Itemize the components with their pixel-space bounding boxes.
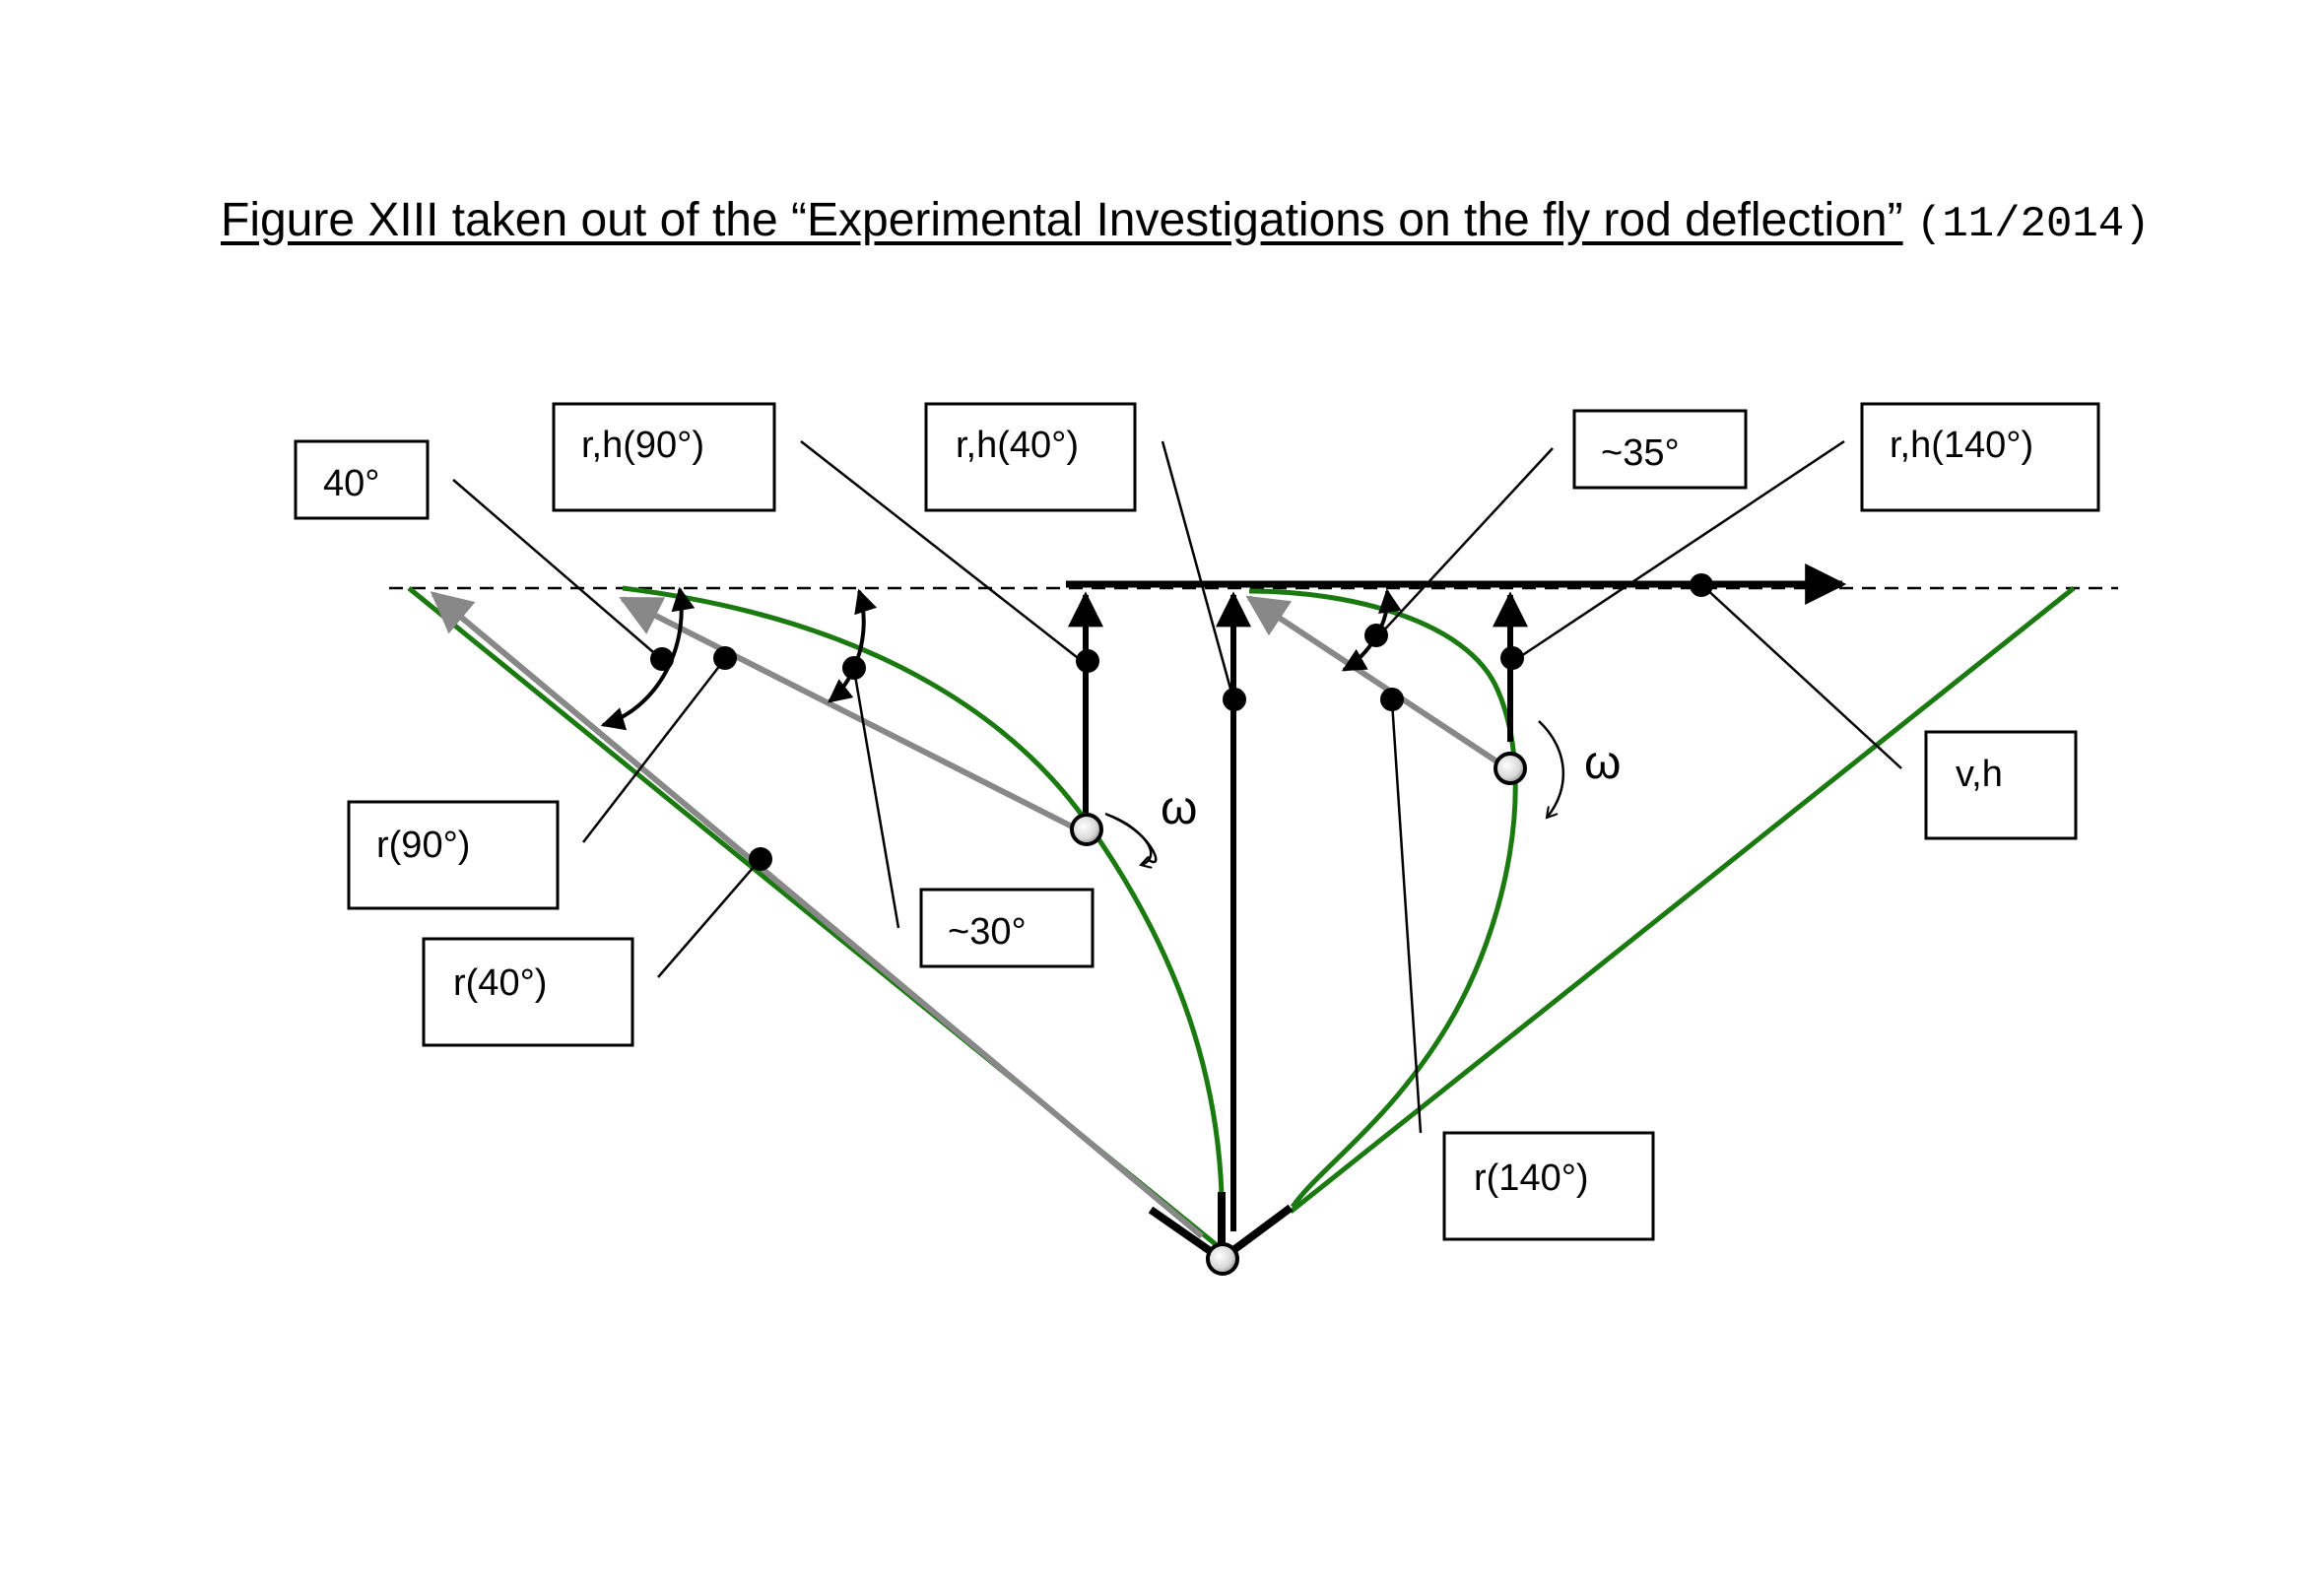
label-box-30 — [919, 888, 1095, 968]
dot-r-40 — [749, 847, 772, 871]
rod-straight-right — [1289, 586, 2076, 1214]
dot-v-h — [1690, 573, 1713, 597]
dot-r-140 — [1380, 688, 1404, 711]
label-35: ~35° — [1601, 432, 1680, 474]
rod-curve-90deg — [622, 585, 1225, 1195]
label-box-rh-140 — [1860, 402, 2100, 512]
dot-35 — [1364, 624, 1388, 647]
leader-r-40 — [657, 858, 762, 978]
angle-30-arc — [828, 588, 878, 703]
label-rh-90: r,h(90°) — [581, 425, 704, 466]
omega-left-arc — [1106, 813, 1158, 864]
leader-rh-40 — [1161, 440, 1235, 700]
label-r-90: r(90°) — [376, 825, 470, 866]
label-rh-140: r,h(140°) — [1890, 425, 2033, 466]
figure-title-main: Figure XIII taken out of the “Experiment… — [221, 194, 1903, 246]
leader-r-90 — [582, 659, 725, 843]
dot-30 — [842, 656, 866, 680]
label-rh-40: r,h(40°) — [956, 425, 1079, 466]
leader-v-h — [1703, 586, 1902, 769]
leader-40 — [452, 479, 661, 659]
dot-center — [1223, 688, 1246, 711]
tip-ball-140deg — [1494, 752, 1527, 785]
figure-title-date: (11/2014) — [1915, 200, 2151, 249]
leader-r-140 — [1390, 700, 1423, 1134]
omega-left-indicator — [1104, 812, 1151, 865]
label-box-rh-90 — [552, 402, 776, 512]
dot-rh-140 — [1500, 646, 1524, 670]
tip-ball-90deg — [1070, 813, 1103, 846]
dot-40 — [650, 647, 674, 671]
label-v-h: v,h — [1956, 754, 2003, 795]
figure-title: Figure XIII taken out of the “Experiment… — [221, 193, 2151, 249]
omega-left-symbol: ω — [1161, 782, 1197, 834]
omega-right-indicator — [1538, 720, 1565, 818]
leader-rh-140 — [1514, 439, 1845, 662]
label-box-v-h — [1924, 730, 2078, 840]
r-140-projection-arrow — [1245, 595, 1509, 771]
label-box-rh-40 — [924, 402, 1137, 512]
r-90-projection-arrow — [619, 596, 1076, 830]
leader-30 — [852, 669, 900, 929]
omega-left-curve — [1105, 813, 1156, 863]
dot-rh-40 — [1076, 649, 1099, 673]
label-box-r-40 — [422, 937, 634, 1047]
label-box-r-90 — [347, 800, 560, 910]
label-r-140: r(140°) — [1474, 1158, 1589, 1199]
pivot-ball — [1206, 1242, 1239, 1276]
dot-r-90 — [713, 646, 737, 670]
label-box-40 — [294, 439, 430, 520]
label-box-35 — [1572, 409, 1748, 490]
leader-rh-90 — [800, 440, 1083, 662]
label-40: 40° — [323, 463, 379, 504]
r-40-projection-arrow — [430, 591, 1204, 1239]
omega-right-symbol: ω — [1584, 737, 1621, 789]
label-30: ~30° — [948, 911, 1027, 953]
leader-35 — [1378, 447, 1554, 636]
omega-left-arc-b — [1107, 815, 1155, 862]
label-r-40: r(40°) — [453, 962, 547, 1004]
angle-40-arc — [600, 586, 696, 731]
label-box-r-140 — [1442, 1131, 1655, 1241]
omega-left-rotation — [1105, 813, 1154, 862]
